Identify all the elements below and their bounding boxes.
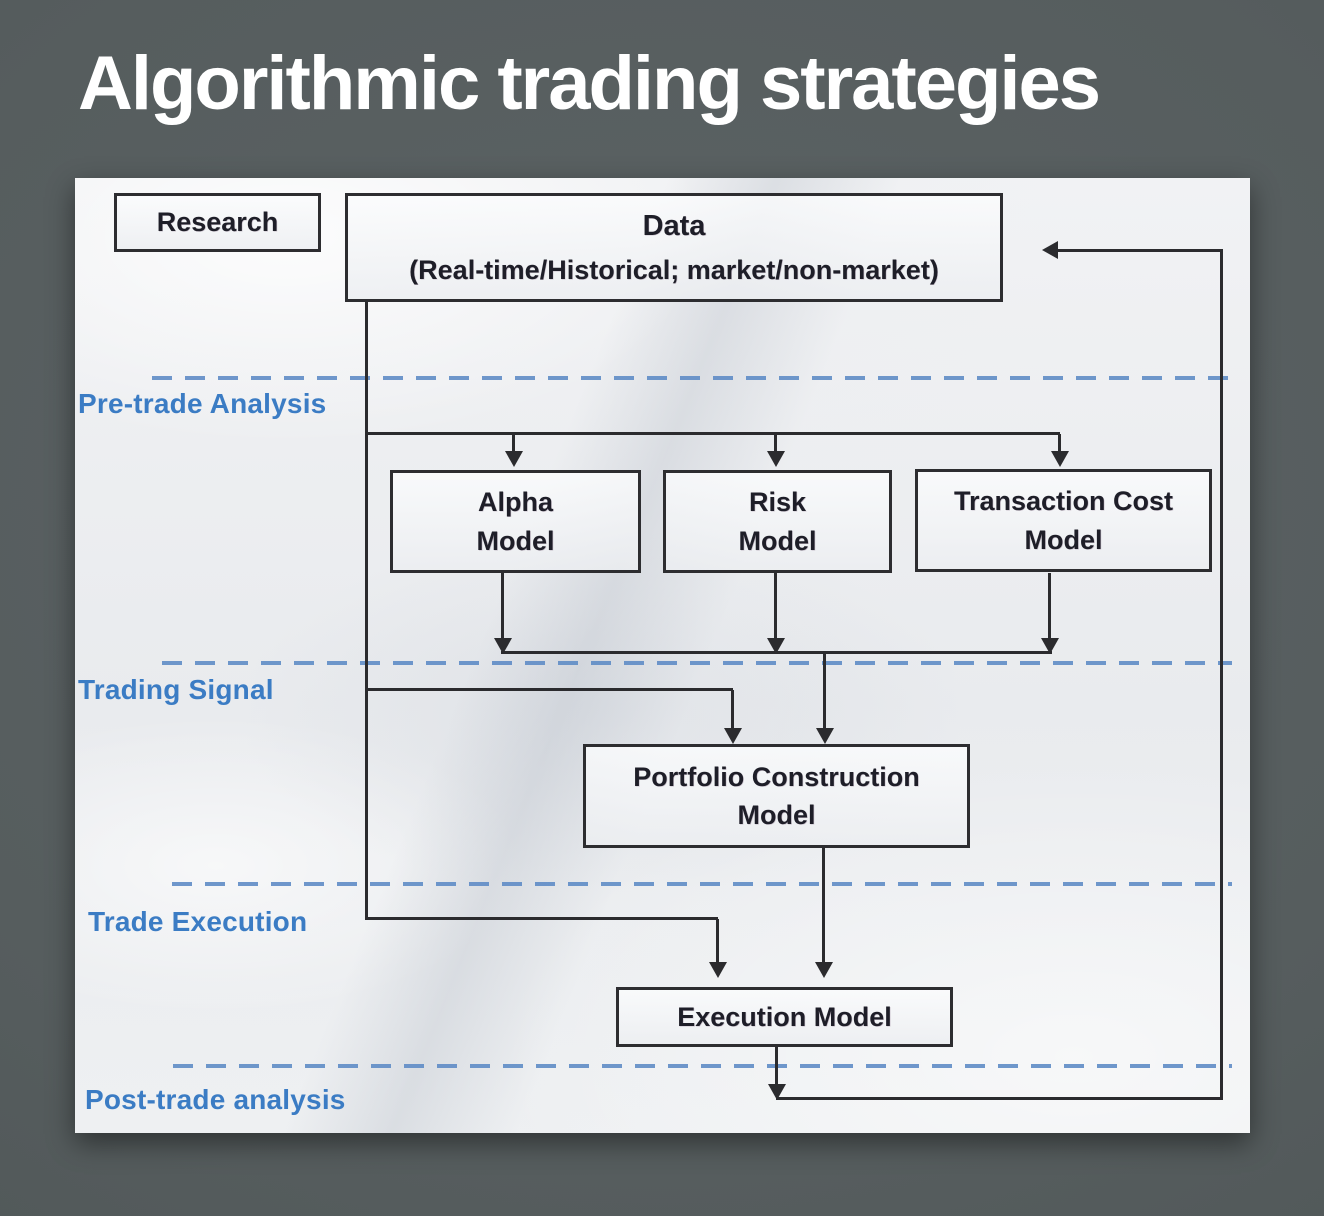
- data-subtitle: (Real-time/Historical; market/non-market…: [409, 254, 939, 285]
- arrowhead-alpha-collector: [494, 638, 512, 654]
- arrowhead-tc-collector: [1041, 638, 1059, 654]
- node-execution-model: Execution Model: [616, 987, 953, 1047]
- arrowhead-tc-in: [1051, 451, 1069, 467]
- connector-execution-out: [775, 1047, 778, 1087]
- stage-label-trade-execution: Trade Execution: [88, 906, 308, 937]
- arrowhead-risk-collector: [767, 638, 785, 654]
- arrowhead-execution-in-right: [815, 962, 833, 978]
- node-transaction-cost-model: Transaction Cost Model: [915, 469, 1212, 572]
- connector-signal-branch-horizontal: [365, 688, 733, 691]
- execution-model-label: Execution Model: [677, 1001, 892, 1032]
- node-risk-model: Risk Model: [663, 470, 892, 573]
- connector-data-main-vertical: [365, 302, 368, 920]
- arrowhead-portfolio-in-left: [724, 728, 742, 744]
- flowchart-paper: Pre-trade Analysis Trading Signal Trade …: [75, 178, 1250, 1133]
- node-data: Data (Real-time/Historical; market/non-m…: [345, 193, 1003, 302]
- stage-label-trading-signal: Trading Signal: [78, 674, 274, 705]
- connector-tc-out: [1048, 573, 1051, 640]
- arrowhead-post-trade: [768, 1084, 786, 1100]
- connector-feedback-right-vertical: [1220, 250, 1223, 1100]
- connector-execution-branch-horizontal: [365, 917, 718, 920]
- portfolio-construction-model-line1: Portfolio Construction: [633, 761, 920, 792]
- node-portfolio-construction-model: Portfolio Construction Model: [583, 744, 970, 848]
- transaction-cost-model-line1: Transaction Cost: [953, 486, 1174, 517]
- node-alpha-model: Alpha Model: [390, 470, 641, 573]
- arrowhead-risk-in: [767, 451, 785, 467]
- connector-portfolio-in-right: [823, 654, 826, 730]
- stage-divider-post-trade: [173, 1064, 1232, 1068]
- connector-tc-in: [1058, 434, 1061, 454]
- stage-divider-pre-trade: [152, 376, 1228, 380]
- transaction-cost-model-line2: Model: [1024, 524, 1103, 555]
- connector-distribution-horizontal: [365, 432, 1060, 435]
- arrowhead-alpha-in: [505, 451, 523, 467]
- connector-feedback-top: [1056, 249, 1223, 252]
- alpha-model-line2: Model: [476, 525, 555, 556]
- data-title: Data: [642, 209, 706, 242]
- portfolio-construction-model-line2: Model: [737, 800, 816, 830]
- connector-portfolio-out: [822, 848, 825, 964]
- connector-alpha-in: [512, 434, 515, 454]
- connector-feedback-bottom: [776, 1097, 1223, 1100]
- arrowhead-execution-in-left: [709, 962, 727, 978]
- stage-divider-trade-execution: [172, 882, 1232, 886]
- connector-risk-out: [774, 573, 777, 640]
- connector-execution-in-left: [716, 919, 719, 964]
- research-label: Research: [156, 207, 279, 238]
- connector-portfolio-in-left: [731, 690, 734, 730]
- connector-risk-in: [774, 434, 777, 454]
- connector-alpha-out: [501, 573, 504, 640]
- alpha-model-line1: Alpha: [477, 487, 553, 518]
- node-research: Research: [114, 193, 321, 252]
- stage-label-pre-trade: Pre-trade Analysis: [78, 388, 327, 419]
- risk-model-line2: Model: [738, 525, 817, 556]
- stage-divider-trading-signal: [162, 661, 1232, 665]
- stage-label-post-trade: Post-trade analysis: [85, 1084, 346, 1115]
- risk-model-line1: Risk: [748, 487, 807, 518]
- page-title: Algorithmic trading strategies: [78, 41, 1101, 126]
- arrowhead-portfolio-in-right: [816, 728, 834, 744]
- arrowhead-feedback-to-data: [1042, 241, 1058, 259]
